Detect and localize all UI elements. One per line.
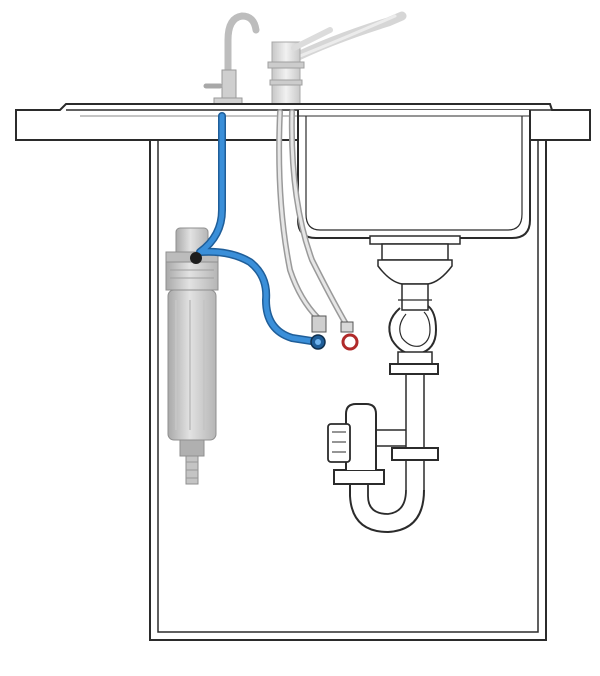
water-filter [165,227,219,485]
hot-angle-valve [340,321,359,351]
p-trap [333,305,439,534]
filter-faucet [203,12,260,107]
overflow-standpipe [327,403,406,470]
drain-strainer [369,235,461,311]
cold-angle-valve [310,315,327,350]
mixer-faucet [267,11,407,105]
sink-basin [297,110,531,239]
cold-water-hose [190,112,322,346]
mixer-supply-hoses [276,109,349,327]
cabinet [149,140,547,641]
